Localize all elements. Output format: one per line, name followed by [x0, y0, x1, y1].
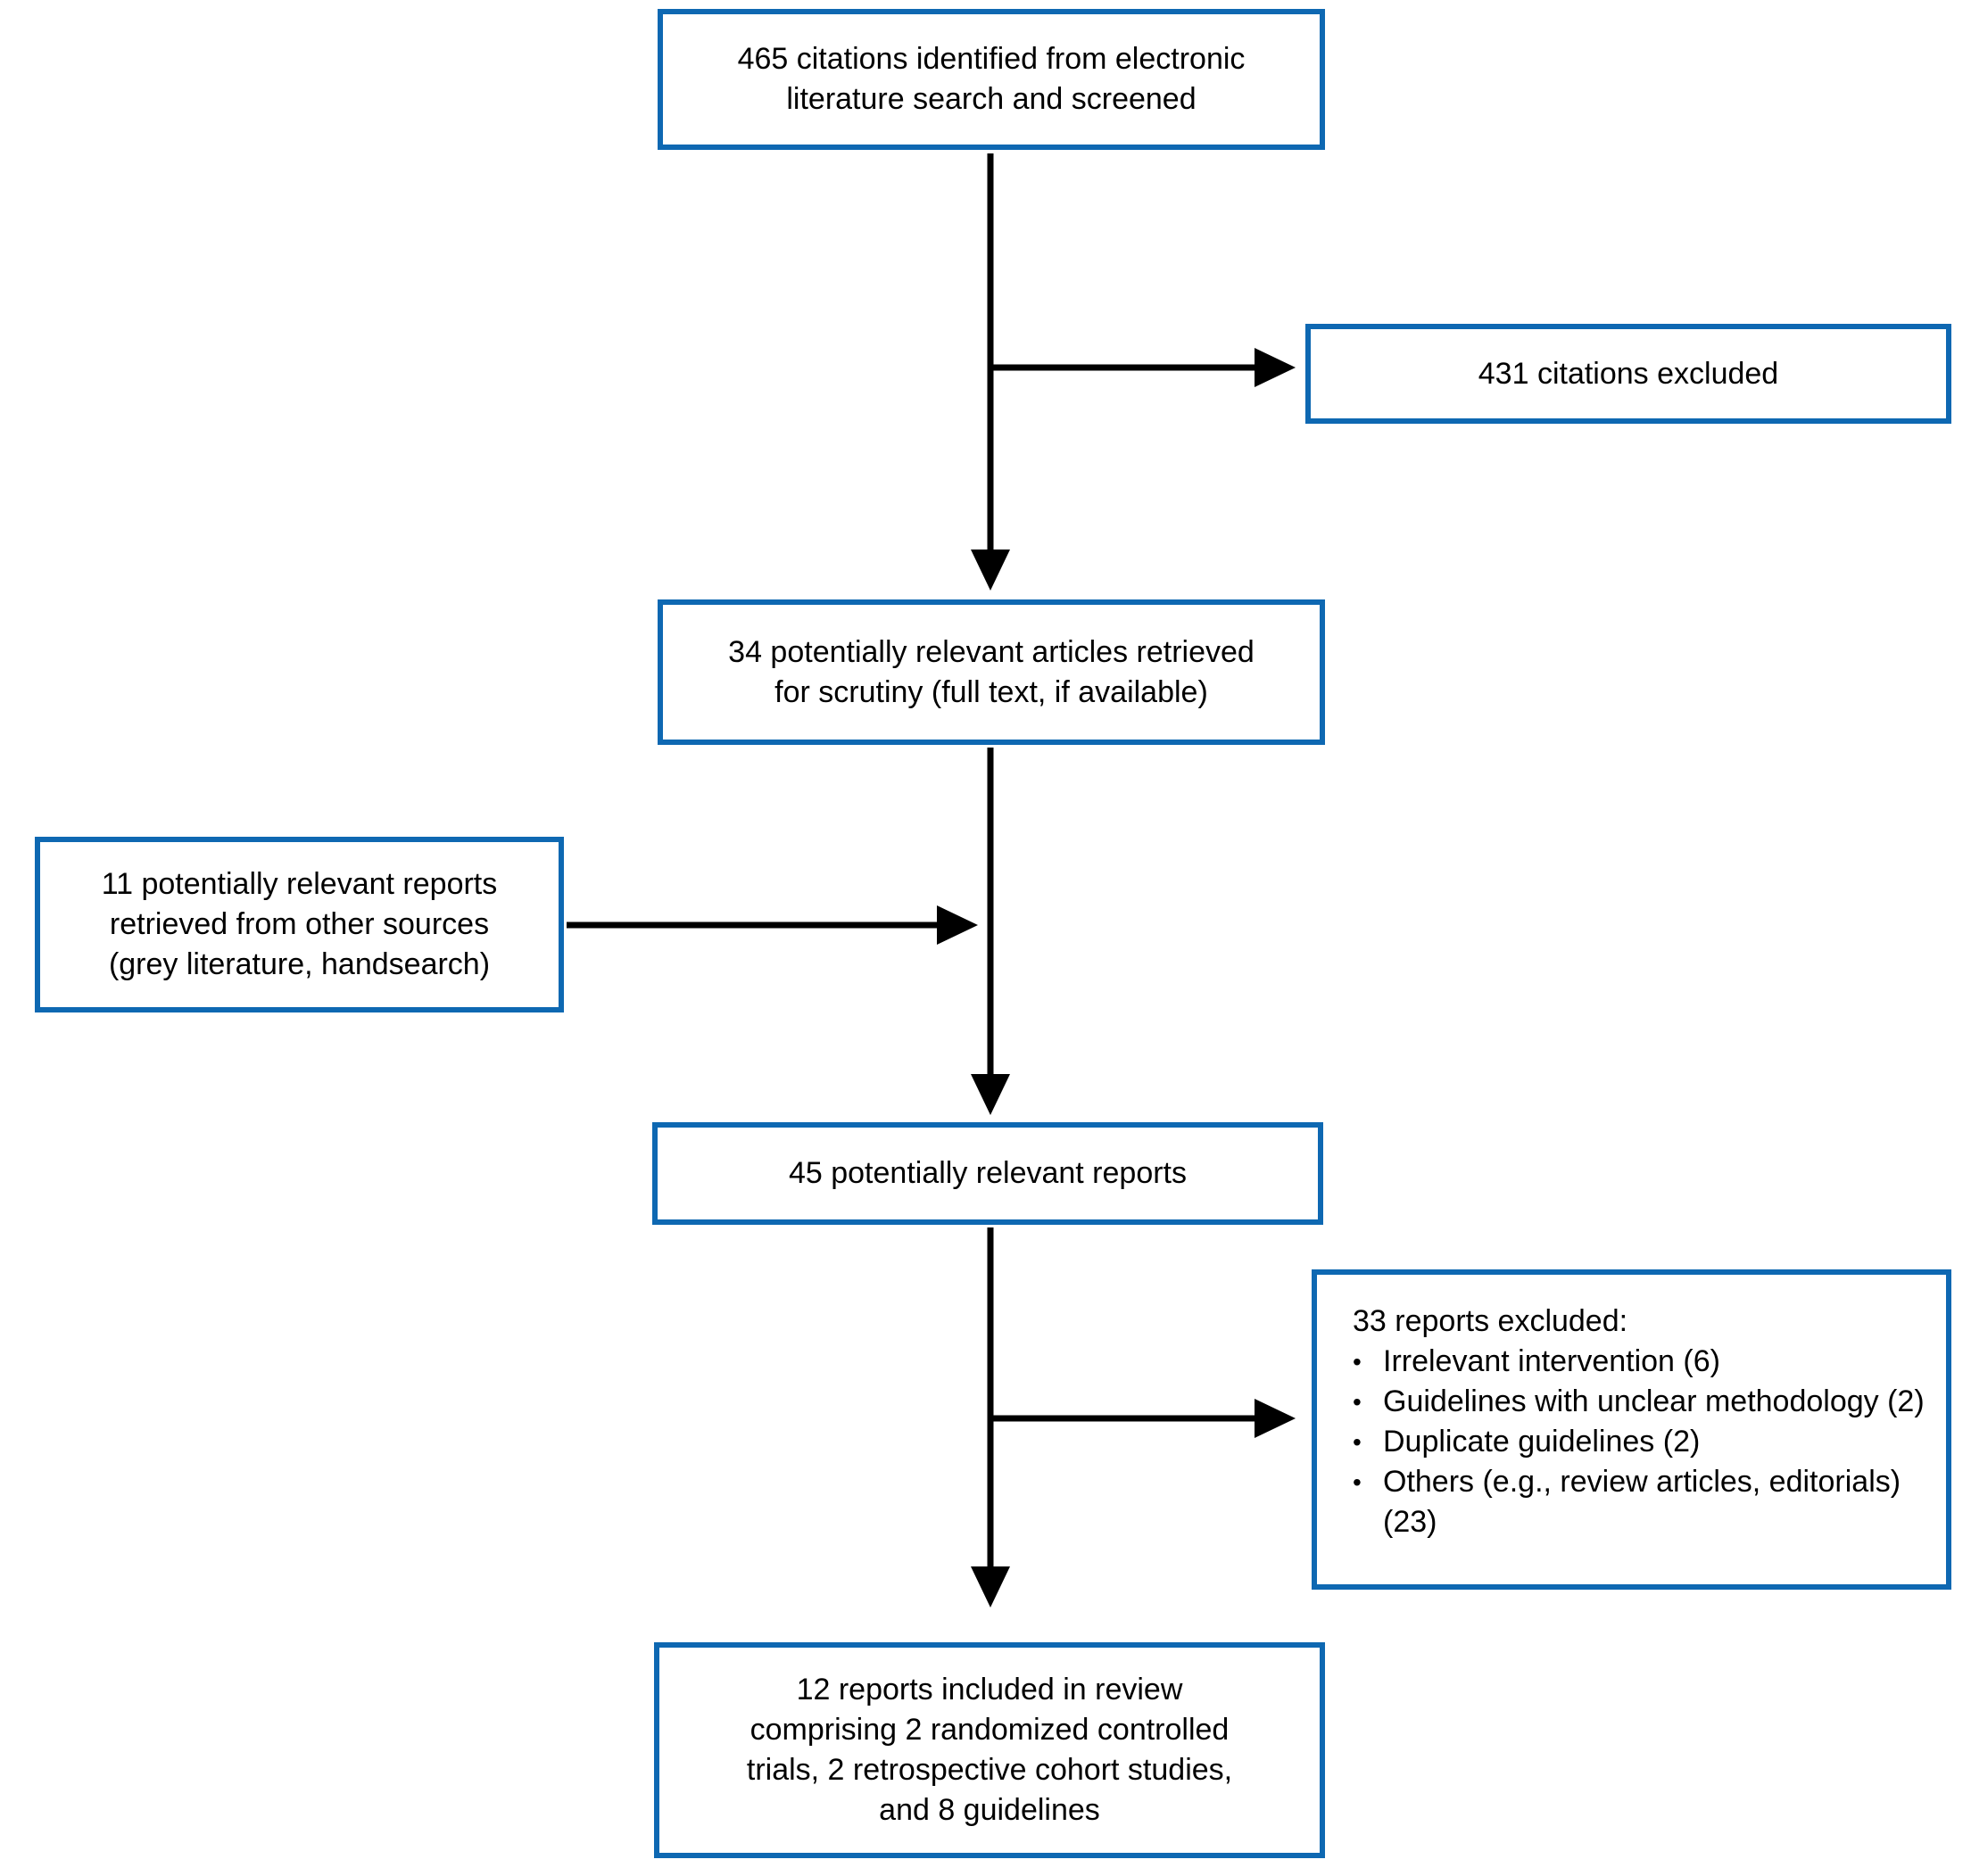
arrow-other-sources-to-flow [567, 905, 978, 945]
reports-excluded-item-text: Irrelevant intervention (6) [1383, 1344, 1720, 1378]
citations-excluded-text: 431 citations excluded [1478, 356, 1779, 391]
arrow-relevant-to-excluded-reports [990, 1399, 1296, 1438]
reports-excluded-list: • Irrelevant intervention (6) • Guidelin… [1353, 1342, 1925, 1542]
box-reports-excluded: 33 reports excluded: • Irrelevant interv… [1312, 1269, 1951, 1590]
other-sources-text: 11 potentially relevant reports retrieve… [101, 867, 498, 981]
reports-excluded-item: • Duplicate guidelines (2) [1353, 1422, 1925, 1462]
box-relevant-reports: 45 potentially relevant reports [652, 1122, 1323, 1225]
box-other-sources: 11 potentially relevant reports retrieve… [35, 837, 564, 1012]
arrow-identified-to-excluded-citations [990, 348, 1296, 387]
arrow-identified-to-retrieved [971, 153, 1010, 591]
box-articles-retrieved: 34 potentially relevant articles retriev… [658, 599, 1325, 745]
box-reports-included: 12 reports included in review comprising… [654, 1642, 1325, 1858]
reports-excluded-item: • Guidelines with unclear methodology (2… [1353, 1382, 1925, 1422]
articles-retrieved-text: 34 potentially relevant articles retriev… [728, 634, 1255, 709]
reports-excluded-title: 33 reports excluded: [1353, 1304, 1628, 1338]
reports-excluded-item-text: Guidelines with unclear methodology (2) [1383, 1384, 1925, 1418]
arrow-head [937, 905, 978, 945]
arrow-head [1255, 348, 1296, 387]
box-citations-identified: 465 citations identified from electronic… [658, 9, 1325, 150]
bullet-icon: • [1353, 1468, 1362, 1496]
box-citations-excluded: 431 citations excluded [1305, 324, 1951, 424]
arrow-head [1255, 1399, 1296, 1438]
arrow-head [971, 550, 1010, 591]
reports-included-text: 12 reports included in review comprising… [746, 1673, 1233, 1827]
reports-excluded-item: • Others (e.g., review articles, editori… [1353, 1462, 1925, 1542]
bullet-icon: • [1353, 1388, 1362, 1416]
relevant-reports-text: 45 potentially relevant reports [788, 1156, 1188, 1190]
arrow-head [971, 1074, 1010, 1115]
arrow-retrieved-to-relevant [971, 748, 1010, 1115]
arrow-head [971, 1566, 1010, 1607]
arrow-relevant-to-included [971, 1227, 1010, 1607]
bullet-icon: • [1353, 1428, 1362, 1456]
citations-identified-text: 465 citations identified from electronic… [737, 42, 1246, 116]
reports-excluded-item-text: Others (e.g., review articles, editorial… [1383, 1465, 1901, 1539]
bullet-icon: • [1353, 1348, 1362, 1376]
reports-excluded-item-text: Duplicate guidelines (2) [1383, 1425, 1701, 1459]
reports-excluded-item: • Irrelevant intervention (6) [1353, 1342, 1925, 1382]
